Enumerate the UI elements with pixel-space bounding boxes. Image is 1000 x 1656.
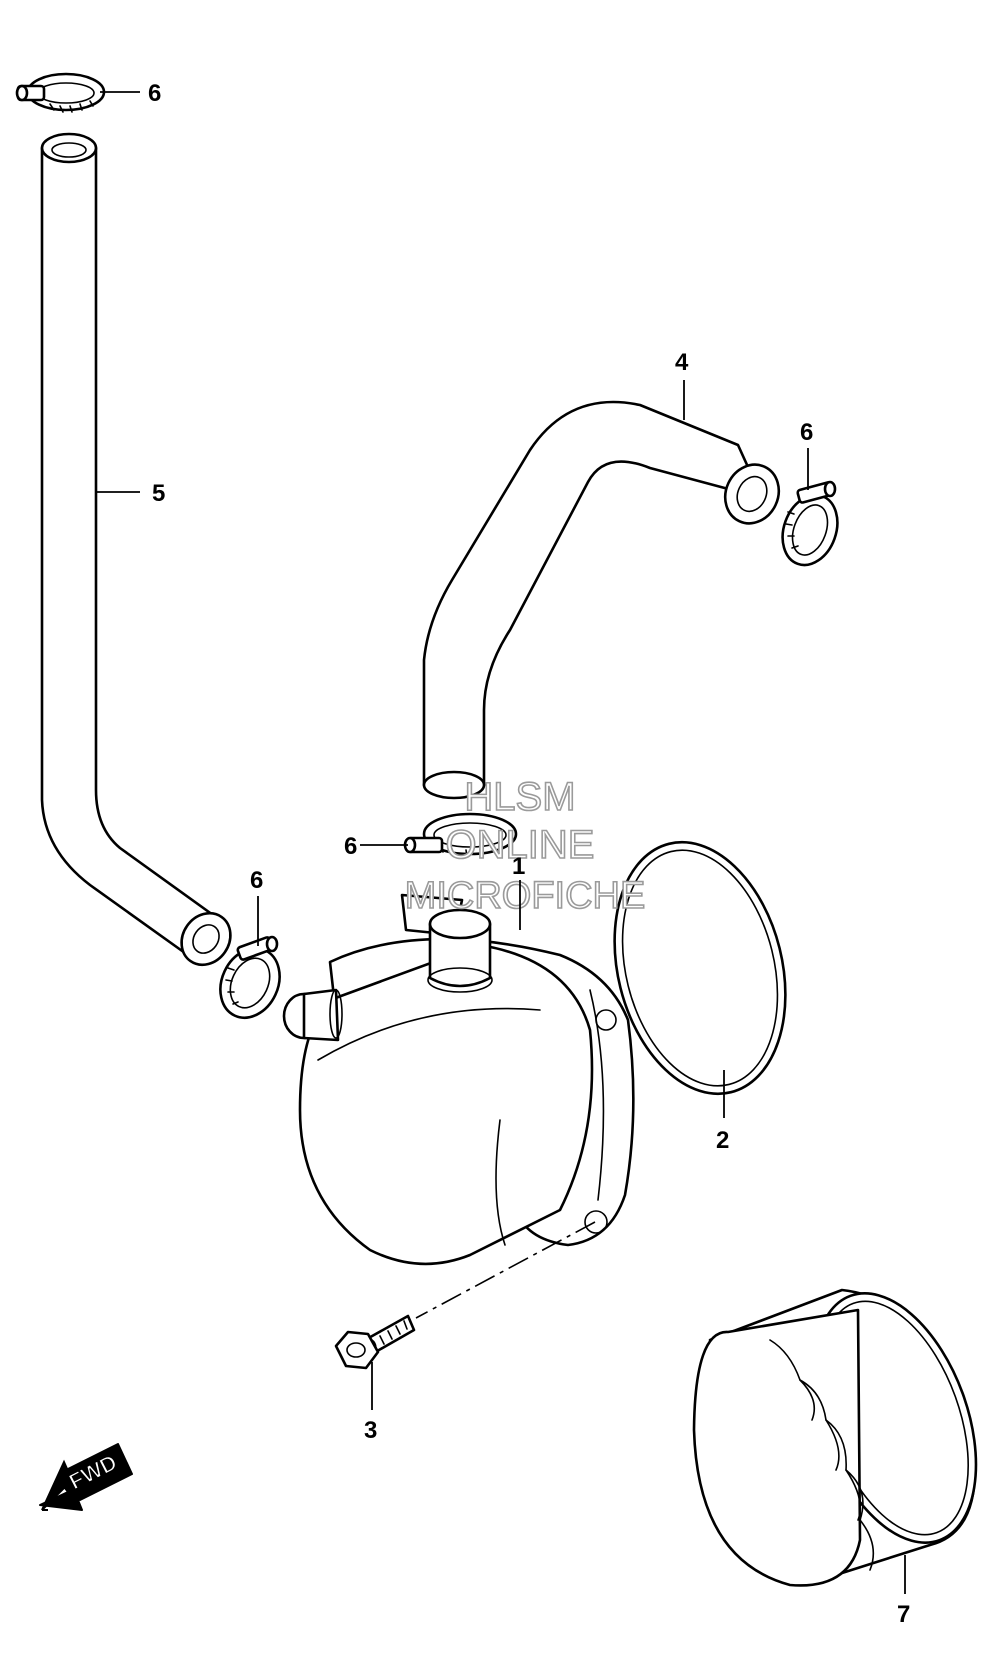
callout-6a: 6 <box>148 80 161 107</box>
watermark-line3: MICROFICHE <box>405 875 646 917</box>
watermark-line1: HLSM <box>464 775 575 819</box>
leader-lines <box>96 91 906 1594</box>
fwd-badge: FWD <box>39 1443 133 1511</box>
callout-6d: 6 <box>250 867 263 894</box>
watermark: HLSM ONLINE MICROFICHE <box>404 774 646 918</box>
callout-6b: 6 <box>800 419 813 446</box>
bolt-axis-line <box>415 1221 596 1319</box>
oil-cooler-housing[interactable] <box>282 893 635 1266</box>
bolt[interactable] <box>334 1314 416 1370</box>
long-hose[interactable] <box>40 132 240 974</box>
hose-clamp-top[interactable] <box>15 72 106 113</box>
callout-3: 3 <box>364 1417 377 1444</box>
hose-clamp-right[interactable] <box>773 480 846 573</box>
hose-clamp-left[interactable] <box>209 935 290 1028</box>
watermark-line2: ONLINE <box>446 823 595 867</box>
oil-filter[interactable] <box>692 1271 1000 1587</box>
upper-hose[interactable] <box>422 400 788 800</box>
callout-6c: 6 <box>344 833 357 860</box>
callout-labels: 6 5 4 6 6 6 1 2 3 7 <box>148 80 910 1628</box>
o-ring[interactable] <box>589 824 810 1112</box>
callout-2: 2 <box>716 1127 729 1154</box>
callout-5: 5 <box>152 480 165 507</box>
callout-7: 7 <box>897 1601 910 1628</box>
callout-1: 1 <box>512 853 525 880</box>
callout-4: 4 <box>675 349 689 376</box>
